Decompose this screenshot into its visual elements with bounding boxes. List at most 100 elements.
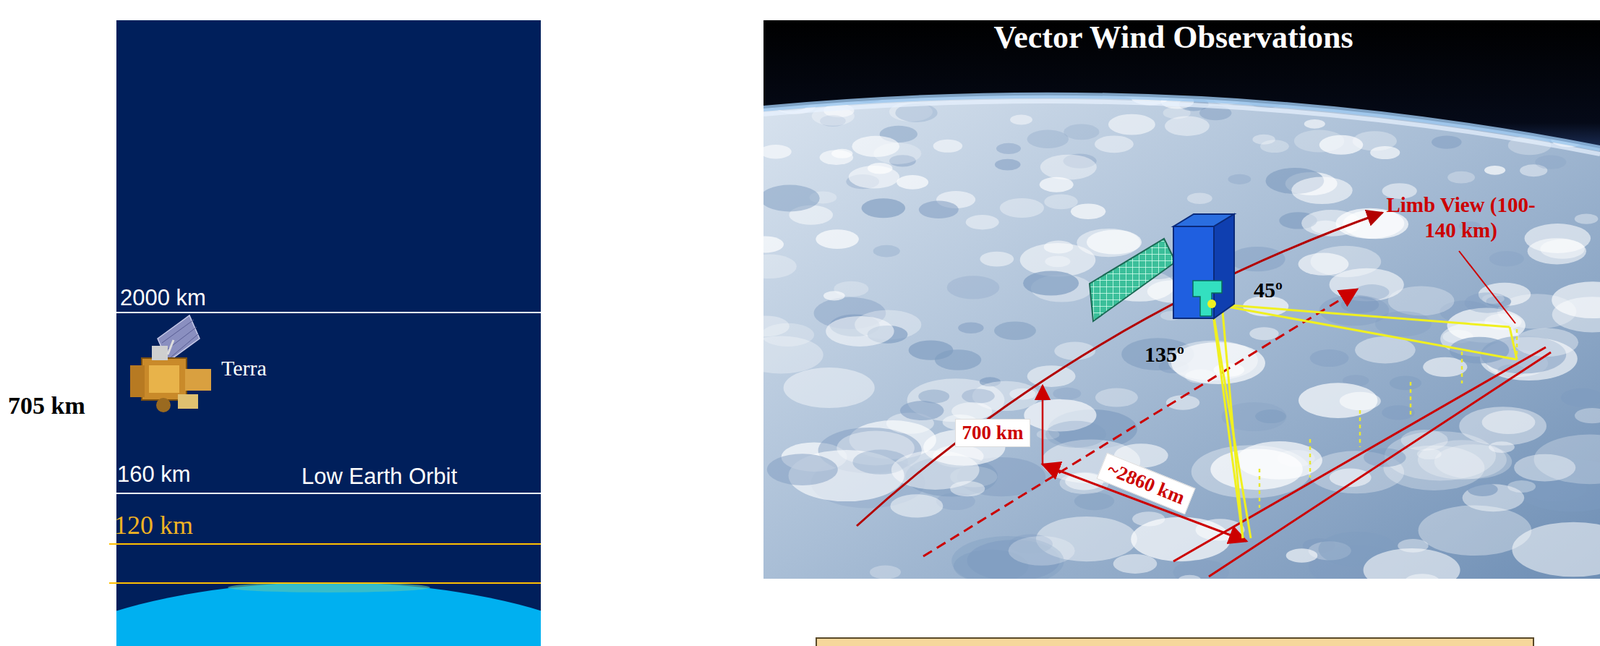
- cloud: [994, 159, 1021, 171]
- cloud: [763, 185, 820, 212]
- altitude-label: 120 km: [114, 509, 194, 541]
- cloud: [1027, 130, 1069, 149]
- cloud: [1040, 154, 1097, 181]
- satellite-icon: [130, 315, 212, 413]
- cloud: [1397, 538, 1428, 553]
- cloud: [1010, 114, 1033, 126]
- cloud: [1094, 135, 1134, 153]
- cloud: [1286, 548, 1319, 562]
- orbit-panel: [0, 20, 669, 646]
- cloud: [763, 254, 797, 280]
- cloud: [1008, 535, 1076, 566]
- cloud: [1095, 387, 1139, 407]
- cloud: [999, 198, 1045, 218]
- cloud: [763, 235, 784, 253]
- cloud: [951, 401, 992, 421]
- cloud: [867, 162, 893, 174]
- cloud: [1113, 553, 1158, 574]
- dimension-text: 700 km: [962, 421, 1024, 444]
- cloud: [1354, 284, 1389, 301]
- cloud: [783, 367, 875, 408]
- cloud: [1513, 328, 1579, 358]
- angle-label: 45º: [1253, 276, 1283, 303]
- cloud: [1534, 434, 1600, 485]
- cloud: [1023, 270, 1079, 295]
- cloud: [1164, 116, 1210, 136]
- cloud: [1070, 203, 1106, 220]
- cloud: [1417, 448, 1442, 460]
- dimension-box: 700 km: [955, 418, 1031, 447]
- cloud: [1447, 171, 1475, 184]
- cloud: [1187, 193, 1213, 204]
- cloud: [869, 565, 901, 580]
- cloud: [1310, 349, 1350, 367]
- cloud: [1389, 375, 1422, 391]
- cloud: [918, 200, 959, 219]
- cloud: [815, 229, 859, 249]
- cloud: [1108, 114, 1156, 136]
- cloud: [763, 144, 792, 159]
- cloud: [1052, 387, 1081, 400]
- cloud: [961, 388, 995, 403]
- cloud: [1551, 281, 1600, 319]
- altitude-label: 160 km: [117, 460, 191, 488]
- cloud: [1229, 246, 1286, 272]
- satellite-name: Terra: [221, 354, 267, 382]
- cloud: [1449, 336, 1510, 364]
- cloud: [1291, 176, 1353, 204]
- cloud: [1252, 134, 1275, 145]
- cloud: [873, 143, 922, 165]
- cloud: [1132, 511, 1165, 526]
- earth-photo: [763, 20, 1600, 579]
- cloud: [1352, 130, 1397, 151]
- cloud: [1298, 253, 1350, 276]
- cloud: [825, 315, 894, 347]
- cloud: [1063, 124, 1099, 141]
- cloud: [1363, 548, 1461, 579]
- cloud: [1574, 407, 1600, 423]
- cloud: [1074, 492, 1115, 511]
- cloud: [1467, 482, 1499, 496]
- limb-view-label: Limb View (100-140 km): [1383, 192, 1539, 243]
- geometry: [856, 212, 1551, 577]
- cloud: [831, 148, 853, 159]
- cloud: [1489, 250, 1525, 267]
- cloud: [1044, 194, 1078, 210]
- altitude-label: 705 km: [7, 391, 86, 421]
- cloud: [1294, 130, 1345, 153]
- cloud: [1255, 409, 1287, 423]
- cloud: [1228, 174, 1252, 185]
- cloud: [1249, 326, 1279, 340]
- cloud: [1184, 369, 1217, 384]
- cloud: [1354, 336, 1416, 363]
- cloud: [979, 251, 1014, 267]
- cloud: [1121, 337, 1194, 371]
- cloud: [1086, 229, 1142, 255]
- cloud: [1464, 292, 1511, 313]
- cloud: [873, 245, 901, 258]
- cloud: [1574, 213, 1599, 224]
- cloud: [1319, 294, 1389, 327]
- cloud: [1507, 480, 1536, 493]
- cloud: [957, 321, 984, 334]
- angle-label: 135º: [1144, 341, 1185, 368]
- cloud: [947, 275, 1000, 299]
- cloud: [763, 315, 790, 337]
- altitude-label: 2000 km: [120, 284, 207, 311]
- cloud: [908, 339, 954, 360]
- cloud: [767, 453, 838, 486]
- cloud: [1527, 237, 1587, 264]
- note-box: [816, 637, 1534, 646]
- cloud: [1304, 119, 1326, 129]
- panel-title: Vector Wind Observations: [993, 18, 1353, 56]
- cloud: [861, 198, 906, 218]
- cloud: [1418, 505, 1533, 556]
- cloud: [1484, 165, 1506, 175]
- cloud: [823, 290, 846, 301]
- cloud: [950, 480, 985, 496]
- cloud: [896, 174, 929, 190]
- cloud: [1045, 420, 1107, 448]
- region-label: Low Earth Orbit: [301, 462, 457, 490]
- cloud: [1534, 155, 1567, 170]
